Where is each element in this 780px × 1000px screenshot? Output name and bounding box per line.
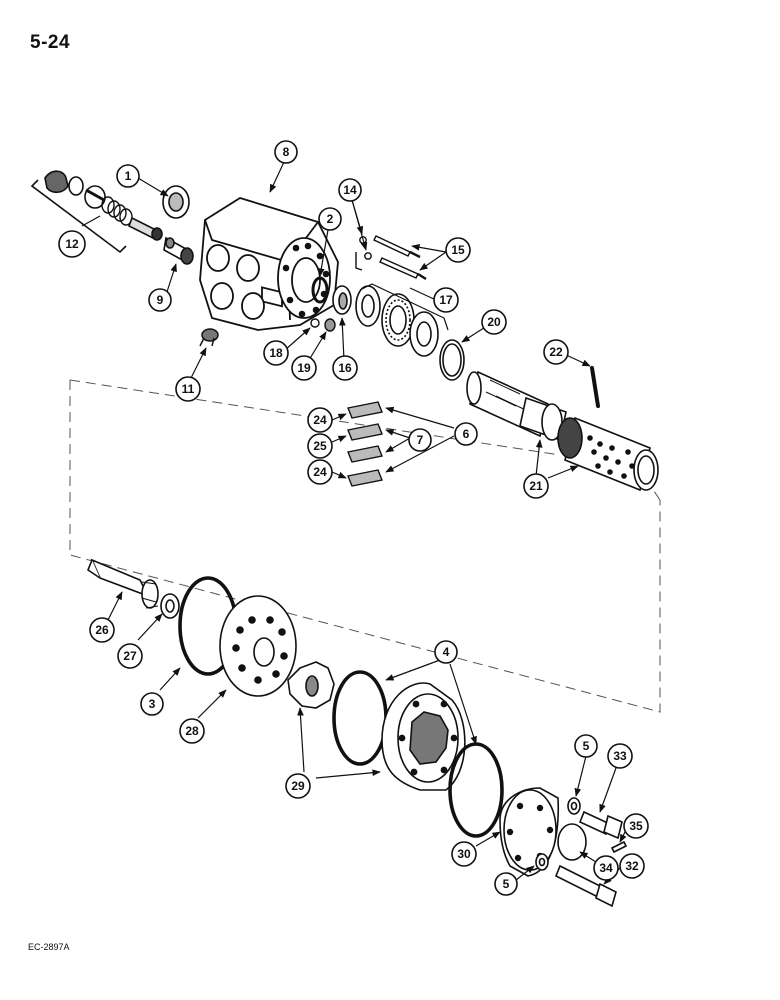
part-22-pin [590, 366, 600, 408]
svg-text:4: 4 [443, 645, 450, 659]
callout-12: 12 [58, 230, 86, 258]
part-33-bolt [578, 810, 623, 840]
svg-text:25: 25 [313, 439, 327, 453]
callout-16: 16 [332, 355, 358, 381]
part-11-relief-valve [199, 328, 219, 347]
part-29-gerotor-ring [381, 682, 466, 791]
svg-text:17: 17 [439, 293, 453, 307]
callout-9: 9 [148, 288, 172, 312]
part-20-retaining-ring [439, 339, 465, 381]
part-1-seal-ring [162, 185, 190, 219]
callout-11: 11 [175, 376, 201, 402]
callout-24-lower: 24 [307, 459, 333, 485]
callout-34: 34 [593, 855, 619, 881]
part-17-thrust-bearing [355, 285, 439, 357]
part-28-spacer-plate [219, 595, 297, 697]
part-19-spring [324, 318, 336, 332]
callout-2: 2 [318, 207, 342, 231]
part-15-pins [373, 235, 427, 281]
svg-text:22: 22 [549, 345, 563, 359]
part-8-valve-housing [199, 197, 339, 331]
svg-text:24: 24 [313, 413, 327, 427]
part-29-gerotor-star [287, 661, 335, 709]
callout-7: 7 [408, 428, 432, 452]
callout-15: 15 [445, 237, 471, 263]
svg-text:28: 28 [185, 724, 199, 738]
svg-text:24: 24 [313, 465, 327, 479]
callout-26: 26 [89, 617, 115, 643]
svg-text:20: 20 [487, 315, 501, 329]
part-12-spool-kit [30, 170, 163, 254]
svg-text:18: 18 [269, 346, 283, 360]
callout-28: 28 [179, 718, 205, 744]
svg-text:16: 16 [338, 361, 352, 375]
part-4-o-ring-upper [332, 670, 388, 766]
callout-27: 27 [117, 643, 143, 669]
svg-text:7: 7 [417, 433, 424, 447]
svg-text:5: 5 [583, 739, 590, 753]
part-34-plate [557, 823, 587, 861]
part-35-pin [610, 840, 628, 854]
part-9-plug [163, 236, 194, 265]
svg-text:35: 35 [629, 819, 643, 833]
callout-19: 19 [291, 355, 317, 381]
svg-text:11: 11 [182, 382, 195, 396]
callout-32: 32 [619, 853, 645, 879]
part-26-drive-shaft [87, 558, 159, 609]
callout-20: 20 [481, 309, 507, 335]
svg-text:6: 6 [463, 427, 470, 441]
page-number: 5-24 [30, 32, 71, 53]
callout-21: 21 [523, 473, 549, 499]
svg-text:26: 26 [95, 623, 109, 637]
part-24-25-7-springs [347, 401, 383, 487]
callout-22: 22 [543, 339, 569, 365]
callouts: 1 8 14 2 12 15 9 17 20 22 18 19 16 11 24… [58, 140, 649, 896]
svg-text:32: 32 [625, 859, 639, 873]
callout-8: 8 [274, 140, 298, 164]
callout-5-lower: 5 [494, 872, 518, 896]
part-27-spacer [160, 593, 180, 619]
svg-text:14: 14 [343, 183, 357, 197]
part-5-washers [535, 797, 581, 871]
callout-4: 4 [434, 640, 458, 664]
callout-3: 3 [140, 692, 164, 716]
callout-6: 6 [454, 422, 478, 446]
svg-text:12: 12 [65, 237, 79, 251]
callout-5-upper: 5 [574, 734, 598, 758]
callout-14: 14 [338, 178, 362, 202]
callout-18: 18 [263, 340, 289, 366]
svg-text:29: 29 [291, 779, 305, 793]
svg-text:8: 8 [283, 145, 290, 159]
svg-text:19: 19 [297, 361, 311, 375]
part-16-bushing [332, 285, 352, 315]
part-4-o-ring-lower [448, 742, 504, 838]
callout-1: 1 [116, 164, 140, 188]
svg-text:2: 2 [327, 212, 334, 226]
callout-30: 30 [451, 841, 477, 867]
svg-text:5: 5 [503, 877, 510, 891]
callout-24-upper: 24 [307, 407, 333, 433]
svg-text:33: 33 [613, 749, 627, 763]
callout-29: 29 [285, 773, 311, 799]
svg-text:30: 30 [457, 847, 471, 861]
leader-lines [81, 161, 627, 885]
part-2-o-ring [311, 276, 329, 304]
svg-text:9: 9 [157, 293, 164, 307]
svg-text:1: 1 [125, 169, 132, 183]
part-30-end-cap [499, 787, 560, 877]
svg-text:3: 3 [149, 697, 156, 711]
callout-25: 25 [307, 433, 333, 459]
svg-text:15: 15 [451, 243, 465, 257]
callout-33: 33 [607, 743, 633, 769]
part-18-ball [310, 318, 320, 328]
part-21-spool-and-sleeve [466, 370, 659, 492]
svg-text:21: 21 [529, 479, 543, 493]
svg-text:34: 34 [599, 861, 613, 875]
callout-35: 35 [623, 813, 649, 839]
part-32-bolt [554, 864, 617, 908]
callout-17: 17 [433, 287, 459, 313]
figure-code: EC-2897A [28, 942, 70, 952]
svg-text:27: 27 [123, 649, 137, 663]
